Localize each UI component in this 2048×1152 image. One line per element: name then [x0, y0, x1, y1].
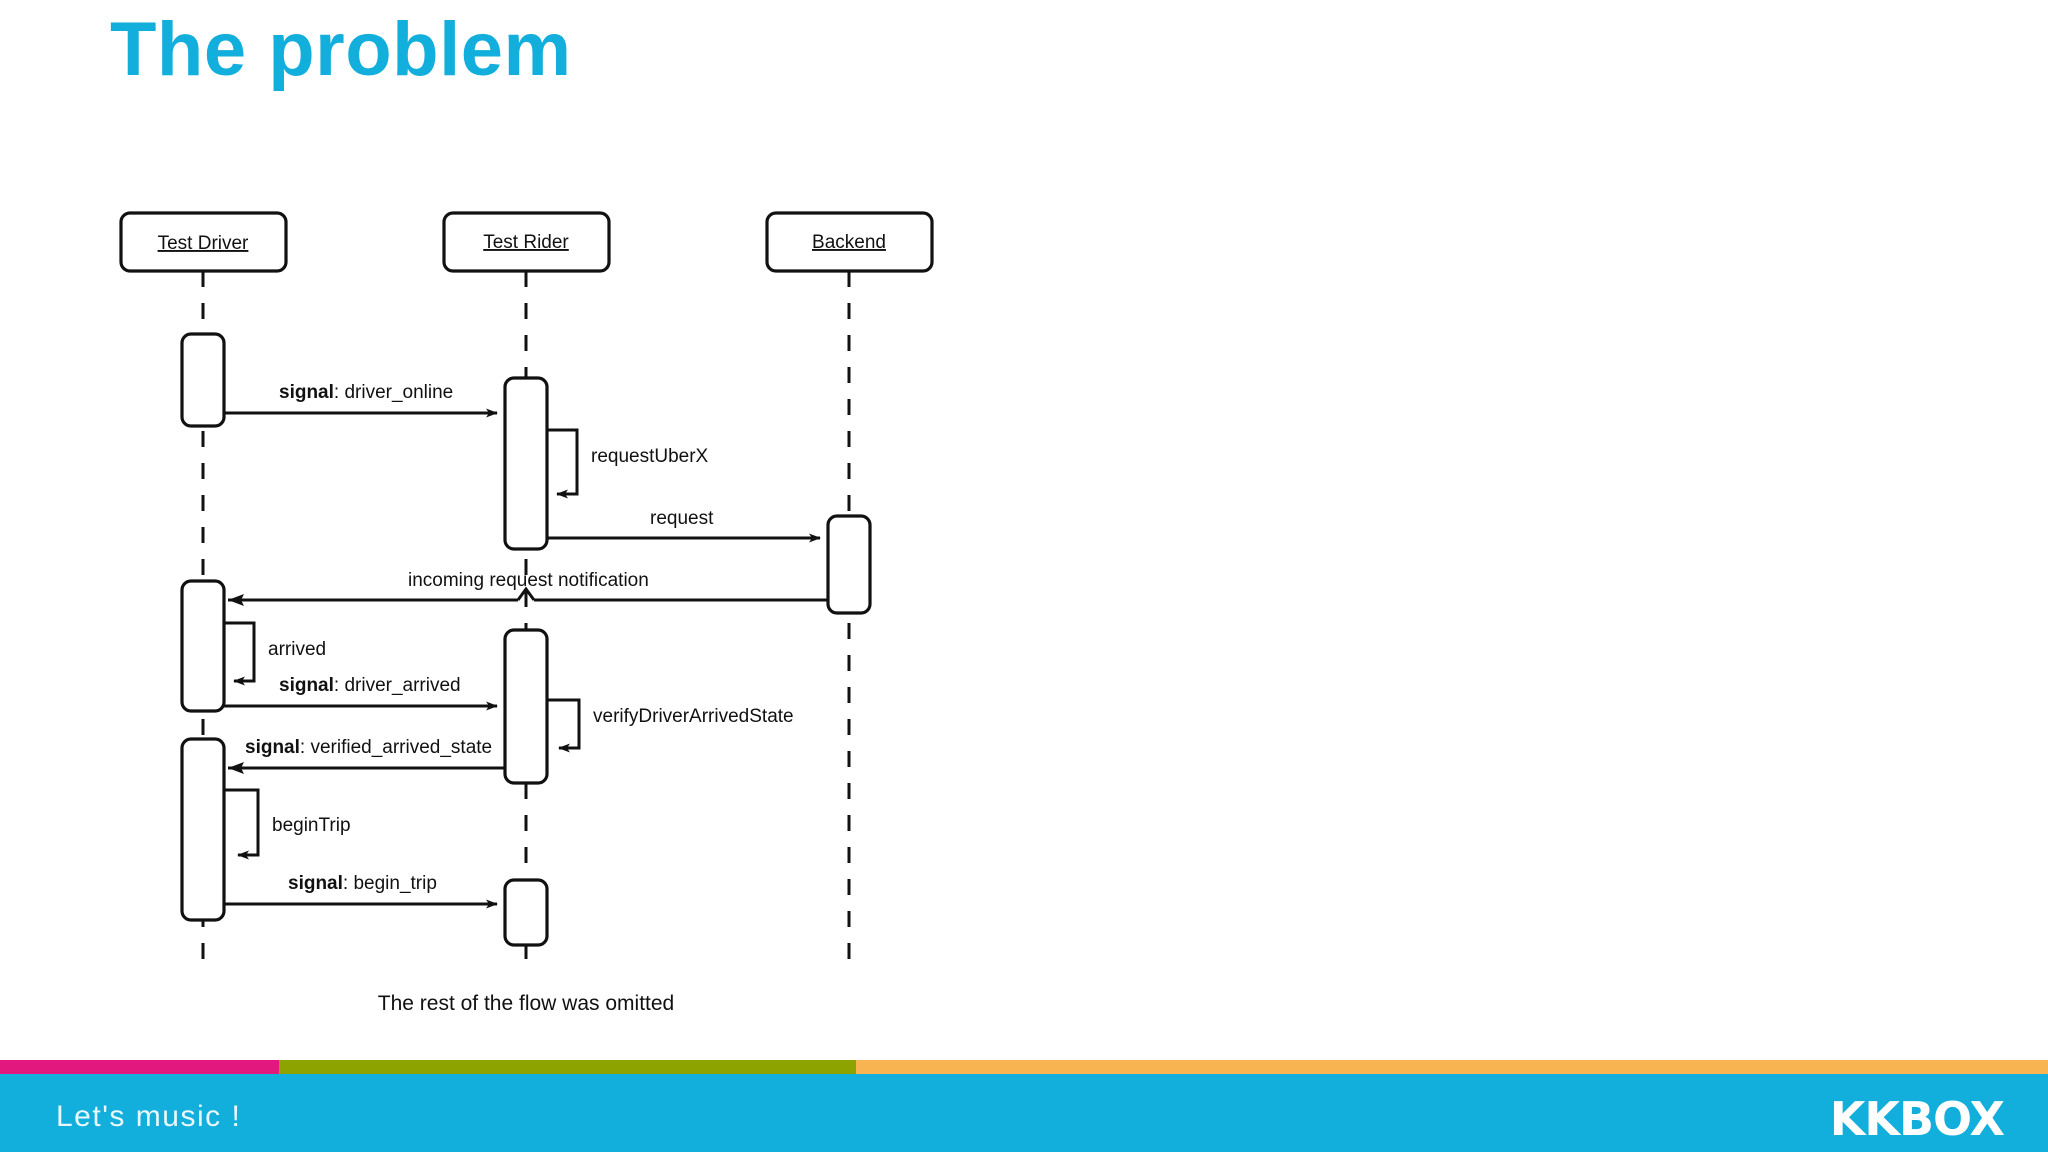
- actor-label-driver: Test Driver: [158, 233, 249, 254]
- message-10-begin-trip: signal: begin_trip: [224, 873, 498, 909]
- message-4-label: incoming request notification: [408, 570, 649, 591]
- footer-color-bar: [0, 1060, 2048, 1074]
- slide-footer: Let's music ! KKBOX: [0, 1060, 2048, 1152]
- message-6-driver-arrived: signal: driver_arrived: [224, 675, 498, 711]
- page-title: The problem: [110, 7, 572, 92]
- message-10-label: signal: begin_trip: [288, 873, 437, 894]
- activation-driver-3: [180, 737, 226, 922]
- activation-rider-1: [503, 376, 549, 551]
- actor-label-rider: Test Rider: [483, 232, 569, 253]
- message-9-beginTrip: beginTrip: [224, 788, 351, 860]
- footer-band: [0, 1074, 2048, 1152]
- message-1-driver-online: signal: driver_online: [224, 382, 498, 418]
- color-bar-segment-olive: [278, 1060, 857, 1074]
- message-7-label: verifyDriverArrivedState: [593, 706, 794, 727]
- color-bar-segment-orange: [856, 1060, 2048, 1074]
- message-4-incoming-request-notification: incoming request notification: [228, 570, 828, 606]
- message-9-label: beginTrip: [272, 815, 351, 836]
- kkbox-logo: KKBOX: [1829, 1092, 2005, 1146]
- message-5-label: arrived: [268, 639, 326, 660]
- actor-box-backend: Backend: [765, 211, 934, 273]
- message-2-requestUberX: requestUberX: [547, 428, 709, 499]
- actor-label-backend: Backend: [812, 232, 886, 253]
- diagram-caption: The rest of the flow was omitted: [378, 992, 674, 1015]
- activation-driver-2: [180, 579, 226, 713]
- activation-backend-1: [826, 514, 872, 615]
- message-3-label: request: [650, 508, 714, 529]
- message-7-verifyDriverArrivedState: verifyDriverArrivedState: [547, 698, 794, 753]
- message-2-label: requestUberX: [591, 446, 709, 467]
- color-bar-segment-magenta: [0, 1060, 279, 1074]
- sequence-diagram: Test Driver Test Rider Backend signal: d…: [119, 211, 934, 1015]
- message-6-label: signal: driver_arrived: [279, 675, 461, 696]
- actor-box-rider: Test Rider: [442, 211, 611, 273]
- footer-tagline: Let's music !: [56, 1100, 242, 1133]
- message-8-verified-arrived-state: signal: verified_arrived_state: [228, 737, 505, 774]
- activation-rider-2: [503, 628, 549, 785]
- actor-box-driver: Test Driver: [119, 211, 288, 273]
- activation-rider-3: [503, 878, 549, 947]
- message-3-request: request: [547, 508, 821, 543]
- message-1-label: signal: driver_online: [279, 382, 453, 403]
- message-5-arrived: arrived: [224, 621, 326, 686]
- activation-driver-1: [180, 332, 226, 428]
- message-8-label: signal: verified_arrived_state: [245, 737, 492, 758]
